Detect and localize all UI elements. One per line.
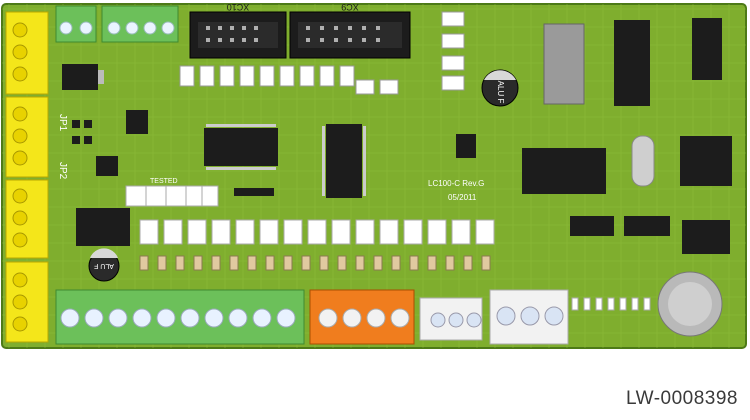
- top-right-white-components: [355, 11, 465, 95]
- resistor-row: [139, 255, 491, 271]
- jumper-label-jp2: JP2: [57, 162, 68, 180]
- board-model-text: LC100-C Rev.G: [428, 179, 484, 188]
- jumper-pins: [72, 120, 92, 144]
- header-label-xc10: XC10: [227, 2, 250, 12]
- bottom-green-terminal: [55, 289, 305, 345]
- left-yellow-terminal-strip: [5, 11, 49, 343]
- transistor-left: [62, 64, 98, 90]
- top-green-terminals: [55, 5, 179, 43]
- image-id-caption: LW-0008398: [625, 388, 738, 409]
- top-optocoupler-row: [179, 65, 355, 87]
- optocoupler-row: [139, 219, 495, 245]
- bottom-white-terminal-large: [489, 289, 569, 345]
- capacitor-small: ALU F: [88, 248, 120, 282]
- right-ic-cluster: [522, 18, 732, 254]
- svg-text:ALU F: ALU F: [94, 262, 114, 269]
- bottom-white-terminal-small: [419, 297, 483, 341]
- jumper-label-jp1: JP1: [57, 114, 68, 132]
- tested-label: TESTED: [150, 178, 178, 185]
- bottom-orange-terminal: [309, 289, 415, 345]
- battery-holder: [657, 271, 723, 337]
- capacitor-large: ALU F: [481, 69, 519, 107]
- svg-text:ALU F: ALU F: [496, 81, 505, 104]
- box-header-xc10: [189, 11, 287, 59]
- header-label-xc9: XC9: [341, 2, 359, 12]
- bottom-right-leds: [571, 297, 651, 311]
- box-header-xc9: [289, 11, 411, 59]
- tested-box-row: [125, 185, 219, 207]
- ic-pins: [206, 124, 366, 196]
- board-date-text: 05/2011: [448, 193, 477, 202]
- central-ic-cluster: [76, 110, 476, 246]
